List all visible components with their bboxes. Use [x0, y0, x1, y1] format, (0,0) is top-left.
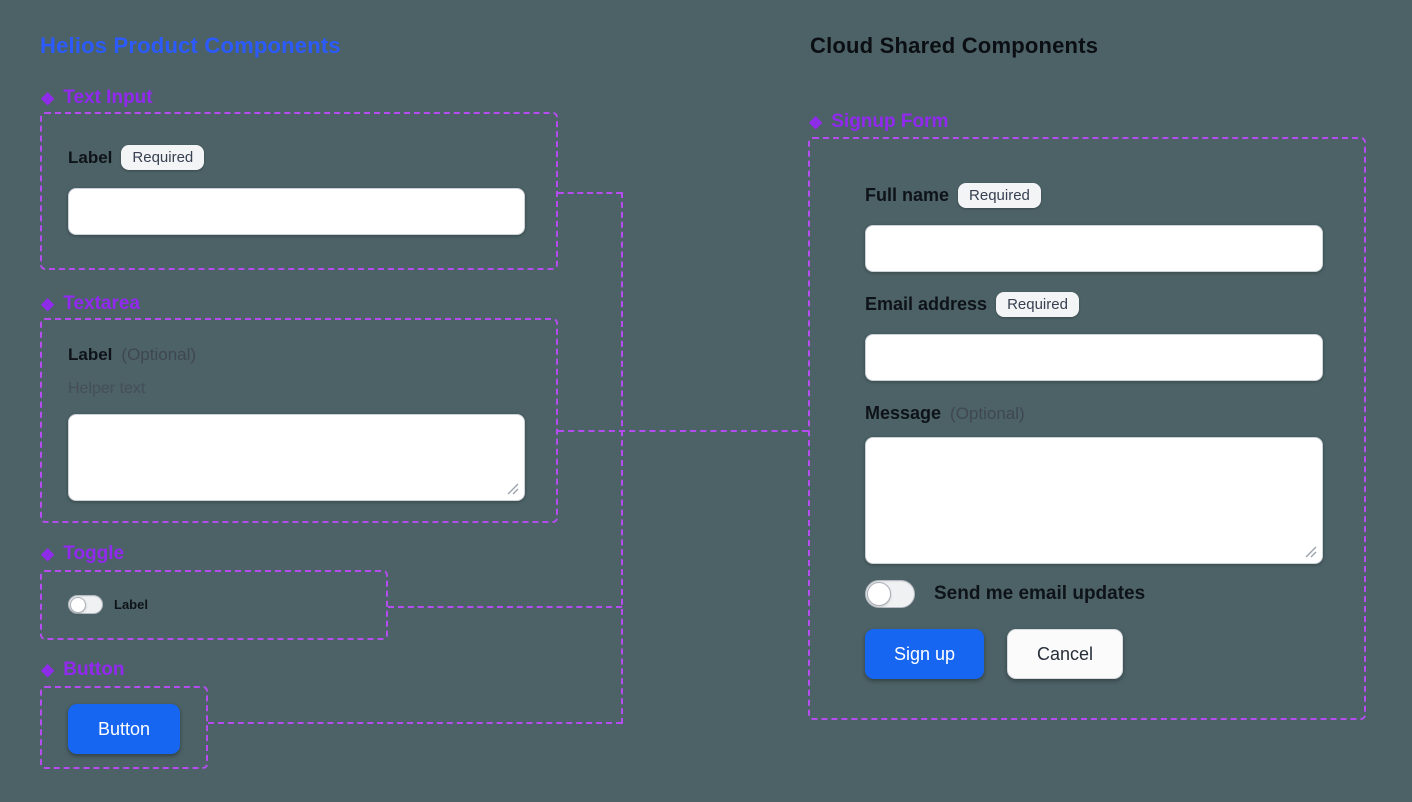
required-badge: Required	[996, 292, 1079, 317]
section-header-signup-form: ❖ Signup Form	[808, 111, 948, 133]
email-updates-label: Send me email updates	[934, 583, 1146, 604]
connector-text-input-to-trunk	[558, 192, 622, 194]
button-component-frame: Button	[40, 686, 208, 769]
toggle-knob	[70, 596, 86, 613]
component-icon: ❖	[808, 113, 824, 133]
required-badge: Required	[958, 183, 1041, 208]
textarea-field[interactable]	[68, 414, 525, 501]
right-page-title: Cloud Shared Components	[810, 33, 1099, 58]
sample-button[interactable]: Button	[68, 704, 180, 754]
full-name-input[interactable]	[865, 225, 1323, 272]
component-icon: ❖	[40, 295, 56, 315]
signup-form-frame: Full name Required Email address Require…	[808, 137, 1366, 720]
section-header-toggle: ❖ Toggle	[40, 543, 124, 565]
section-header-text-input: ❖ Text Input	[40, 87, 153, 109]
textarea-label: Label	[68, 345, 113, 364]
resize-handle-icon[interactable]	[1305, 546, 1317, 558]
required-badge: Required	[121, 145, 205, 170]
connector-textarea-to-signup-form	[558, 430, 808, 432]
email-label: Email address	[865, 294, 988, 314]
cancel-button[interactable]: Cancel	[1007, 629, 1123, 679]
connector-trunk-vertical	[621, 192, 623, 724]
optional-hint: (Optional)	[950, 403, 1025, 423]
section-label: Toggle	[63, 543, 125, 564]
section-header-button: ❖ Button	[40, 659, 124, 681]
component-icon: ❖	[40, 89, 56, 109]
full-name-label: Full name	[865, 185, 950, 205]
textarea-component-frame: Label (Optional) Helper text	[40, 318, 558, 523]
email-input[interactable]	[865, 334, 1323, 381]
component-icon: ❖	[40, 661, 56, 681]
email-updates-toggle[interactable]	[865, 580, 915, 608]
toggle-knob	[867, 582, 891, 606]
section-header-textarea: ❖ Textarea	[40, 293, 140, 315]
connector-button-to-trunk	[208, 722, 622, 724]
section-label: Button	[63, 659, 125, 680]
section-label: Signup Form	[831, 111, 949, 132]
resize-handle-icon[interactable]	[507, 483, 519, 495]
left-page-title: Helios Product Components	[40, 33, 341, 58]
optional-hint: (Optional)	[121, 345, 197, 364]
section-label: Textarea	[63, 293, 141, 314]
toggle-switch[interactable]	[68, 595, 103, 614]
text-input-field[interactable]	[68, 188, 525, 235]
helper-text: Helper text	[68, 380, 146, 397]
sign-up-button[interactable]: Sign up	[865, 629, 984, 679]
section-label: Text Input	[63, 87, 153, 108]
text-input-label: Label	[68, 147, 113, 167]
toggle-component-frame: Label	[40, 570, 388, 640]
connector-toggle-to-trunk	[388, 606, 622, 608]
message-textarea[interactable]	[865, 437, 1323, 564]
message-label: Message	[865, 403, 942, 423]
toggle-label: Label	[114, 597, 148, 612]
component-icon: ❖	[40, 545, 56, 565]
text-input-component-frame: Label Required	[40, 112, 558, 270]
